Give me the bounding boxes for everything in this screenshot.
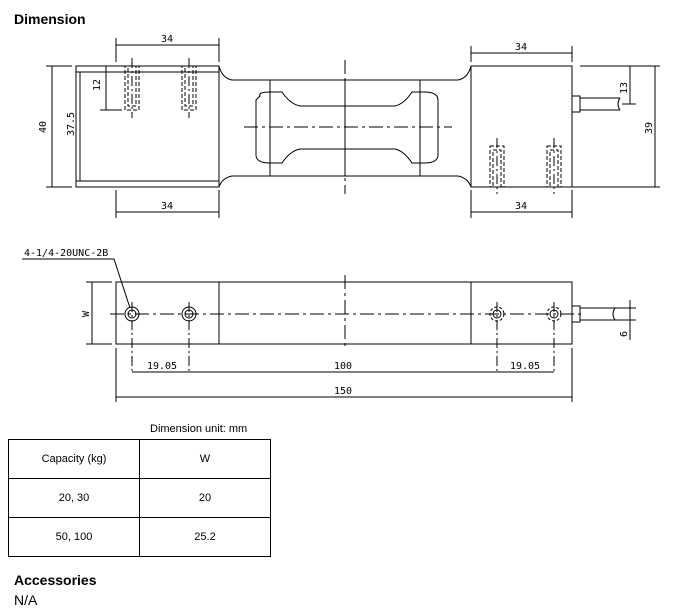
dim-top-right: 34 <box>515 42 527 53</box>
dim-19-05-right: 19.05 <box>510 361 540 372</box>
table-cell: 25.2 <box>139 517 271 557</box>
table-header-row: Capacity (kg) W <box>8 439 271 479</box>
dim-hole-12: 12 <box>92 79 103 91</box>
dim-100: 100 <box>334 361 352 372</box>
table-cell: 20 <box>139 478 271 518</box>
dim-cable-13: 13 <box>619 82 630 94</box>
top-view-body <box>75 60 573 194</box>
dim-height-39: 39 <box>644 122 655 134</box>
section-title-accessories: Accessories <box>14 572 97 588</box>
top-view-threaded-holes <box>124 65 562 188</box>
table-cell: 20, 30 <box>8 478 140 518</box>
table-row: 20, 30 20 <box>8 478 271 518</box>
dim-height-37-5: 37.5 <box>66 112 77 136</box>
side-view-holes <box>124 302 562 372</box>
dim-top-left: 34 <box>161 34 173 45</box>
capacity-table: Capacity (kg) W 20, 30 20 50, 100 25.2 <box>8 439 271 557</box>
table-header-w: W <box>139 439 271 479</box>
table-header-capacity: Capacity (kg) <box>8 439 140 479</box>
section-title-dimension: Dimension <box>14 11 86 27</box>
thread-spec-label: 4-1/4-20UNC-2B <box>24 248 108 259</box>
table-cell: 50, 100 <box>8 517 140 557</box>
dimension-drawing: 34 34 34 34 40 37.5 12 13 39 4-1/4-20UNC… <box>22 34 660 402</box>
accessories-value: N/A <box>14 592 38 608</box>
dim-bottom-right: 34 <box>515 201 527 212</box>
dim-w: W <box>81 310 92 317</box>
table-row: 50, 100 25.2 <box>8 517 271 557</box>
dim-150: 150 <box>334 386 352 397</box>
dim-height-40: 40 <box>38 121 49 133</box>
side-view-body <box>110 275 585 350</box>
dim-19-05-left: 19.05 <box>147 361 177 372</box>
dim-6: 6 <box>619 331 630 337</box>
top-view-cable <box>571 95 621 113</box>
dim-bottom-left: 34 <box>161 201 173 212</box>
dimension-unit-note: Dimension unit: mm <box>150 423 248 435</box>
